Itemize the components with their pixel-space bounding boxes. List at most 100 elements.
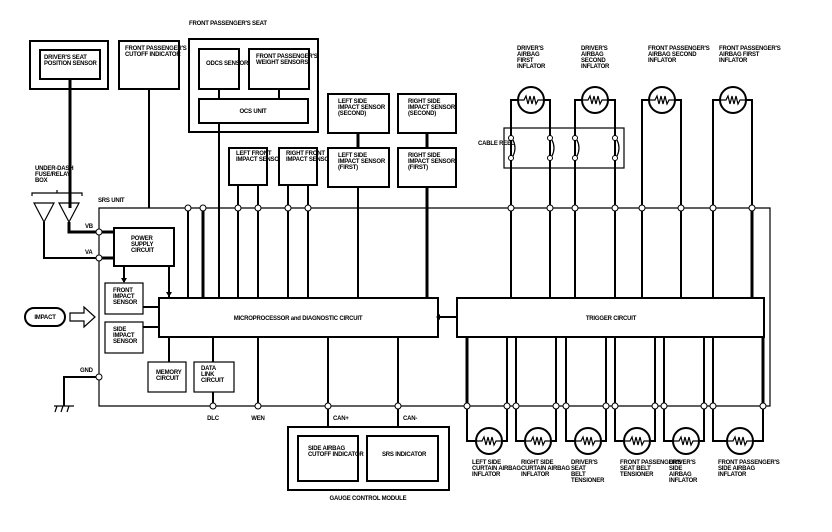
connector-pin: [507, 204, 515, 212]
top-inflator-icon: [517, 86, 545, 114]
ground-icon: [54, 405, 74, 413]
terminal-dlc: DLC: [207, 416, 220, 422]
connector-pin: [660, 402, 668, 410]
connector-pin: [546, 204, 554, 212]
connector-pin: [759, 402, 767, 410]
connector-pin: [700, 402, 708, 410]
connector-pin: [463, 402, 471, 410]
front-passenger-seat-label: FRONT PASSENGER'S SEAT: [189, 21, 267, 27]
connector-pin: [562, 402, 570, 410]
ocs-unit: [198, 98, 309, 124]
inflator-wire: [641, 99, 682, 208]
top-inflator-icon: [719, 86, 747, 114]
bottom-device-icon: [623, 427, 651, 455]
bottom-device-icon: [672, 427, 700, 455]
connector-pin: [709, 402, 717, 410]
connector-pin: [304, 204, 312, 212]
connector-pin: [95, 254, 103, 262]
connector-pin: [284, 204, 292, 212]
microprocessor-label: MICROPROCESSOR and DIAGNOSTIC CIRCUIT: [234, 316, 363, 322]
connector-pin: [209, 402, 217, 410]
clock-spring-icon: [512, 139, 516, 157]
clock-spring-icon: [576, 139, 580, 157]
connector-pin: [95, 228, 103, 236]
ocs-unit-label: OCS UNIT: [239, 109, 267, 115]
trigger-circuit-label: TRIGGER CIRCUIT: [586, 316, 637, 322]
fuse-icon: [33, 202, 55, 224]
terminal-can-minus: CAN-: [403, 416, 417, 422]
inflator-wire: [712, 99, 753, 208]
impact-label: IMPACT: [34, 315, 56, 321]
bottom-device-icon: [574, 427, 602, 455]
impact-label-box: [24, 307, 66, 327]
terminal-va: VA: [85, 250, 93, 256]
terminal-vb: VB: [85, 224, 94, 230]
inflator-wire: [510, 99, 551, 208]
connector-pin: [512, 402, 520, 410]
cable-reel-label: CABLE REEL: [478, 141, 515, 147]
impact-arrow-icon: [69, 305, 96, 329]
top-inflator-icon: [581, 86, 609, 114]
odcs-sensor: [198, 48, 240, 90]
connector-pin: [95, 373, 103, 381]
top-inflator-icon: [648, 86, 676, 114]
connector-pin: [748, 204, 756, 212]
side-airbag-cutoff-indicator: [297, 435, 359, 482]
srs-indicator-label: SRS INDICATOR: [382, 452, 427, 458]
connector-pin: [394, 402, 402, 410]
connector-pin: [324, 402, 332, 410]
bottom-device-icon: [726, 427, 754, 455]
inflator-wire: [574, 99, 616, 208]
cable-reel: [503, 127, 625, 169]
connector-pin: [611, 402, 619, 410]
terminal-gnd: GND: [80, 368, 94, 374]
connector-pin: [199, 204, 207, 212]
connector-pin: [503, 402, 511, 410]
connector-pin: [571, 204, 579, 212]
terminal-wen: WEN: [251, 416, 264, 422]
connector-pin: [638, 204, 646, 212]
fuse-icon: [58, 202, 80, 224]
odcs-sensor-label: ODCS SENSOR: [206, 61, 249, 67]
connector-pin: [254, 204, 262, 212]
connector-pin: [184, 204, 192, 212]
trigger-circuit: TRIGGER CIRCUIT: [456, 297, 765, 338]
connector-pin: [552, 402, 560, 410]
srs-indicator: [366, 435, 439, 482]
terminal-can-plus: CAN+: [333, 416, 349, 422]
clock-spring-icon: [551, 139, 555, 157]
